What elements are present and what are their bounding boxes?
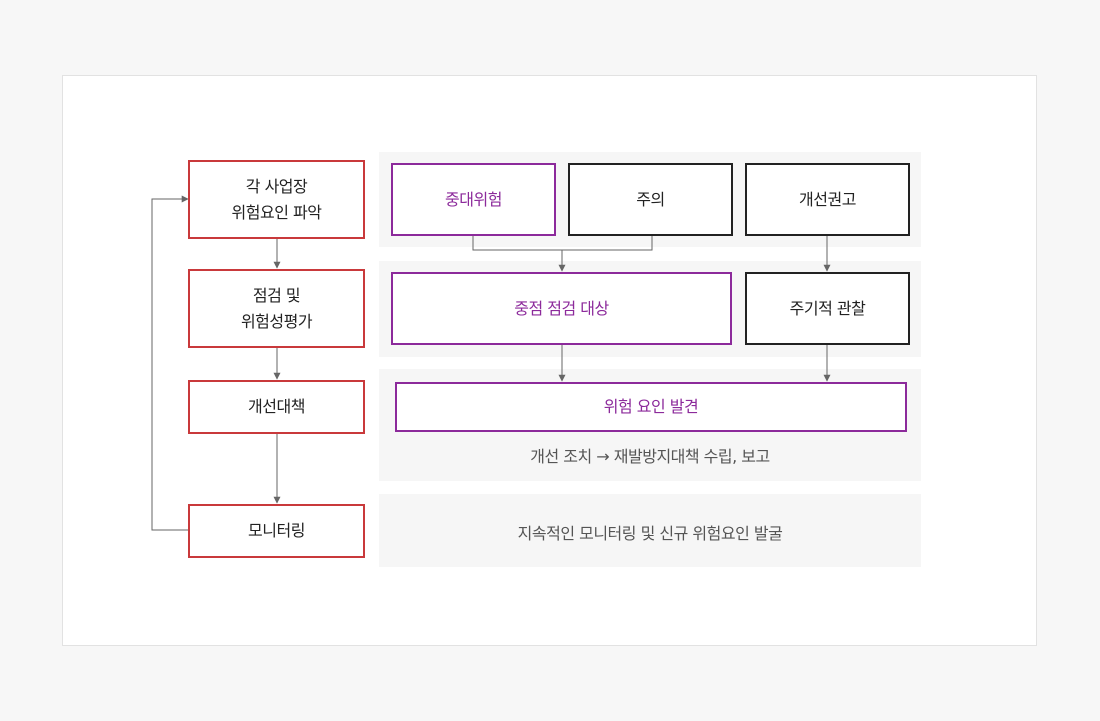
improvement-action-text: 개선 조치 → 재발방지대책 수립, 보고 [530, 447, 770, 466]
step-monitoring: 모니터링 [188, 504, 365, 558]
major-risk-box: 중대위험 [391, 163, 556, 236]
step-inspection-assessment: 점검 및 위험성평가 [188, 269, 365, 348]
step-identify-hazards: 각 사업장 위험요인 파악 [188, 160, 365, 239]
hazard-found-box: 위험 요인 발견 [395, 382, 907, 432]
improvement-advice-box: 개선권고 [745, 163, 910, 236]
periodic-observation-box: 주기적 관찰 [745, 272, 910, 345]
step-improvement-measures: 개선대책 [188, 380, 365, 434]
row4-panel [379, 494, 921, 567]
focus-inspection-box: 중점 점검 대상 [391, 272, 732, 345]
caution-box: 주의 [568, 163, 733, 236]
continuous-monitoring-text: 지속적인 모니터링 및 신규 위험요인 발굴 [517, 524, 783, 543]
